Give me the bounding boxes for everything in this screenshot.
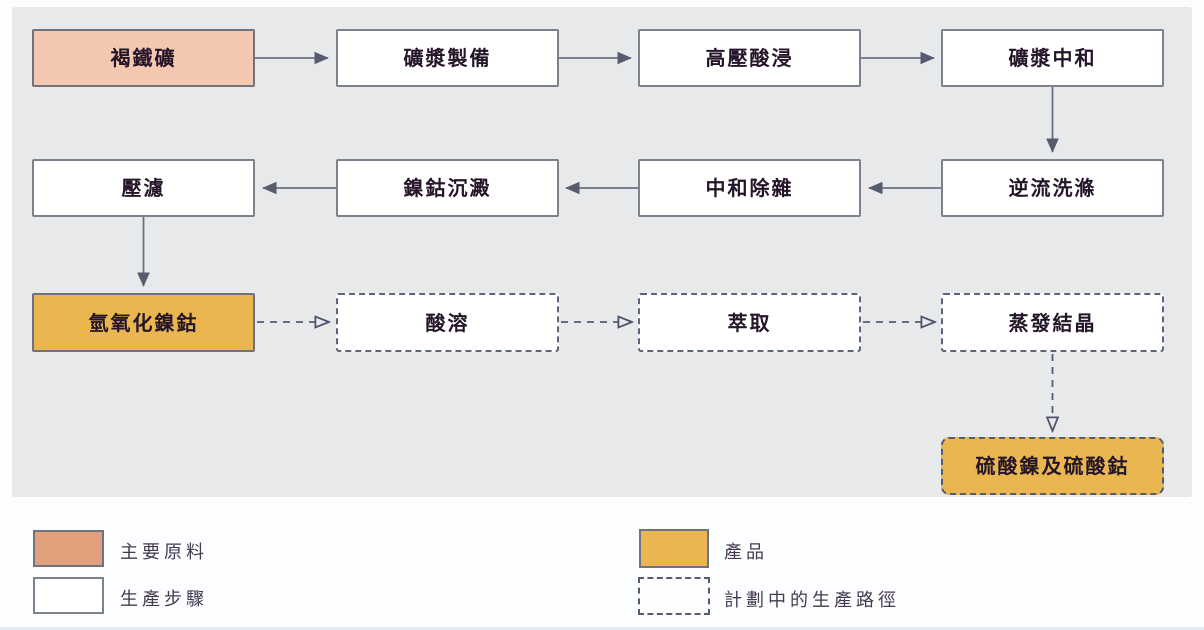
- flow-box-limonite: 褐鐵礦: [32, 29, 255, 87]
- flow-box-label: 酸溶: [425, 310, 470, 335]
- flow-box-label: 硫酸鎳及硫酸鈷: [975, 454, 1130, 478]
- legend-label-raw-material: 主要原料: [120, 542, 208, 563]
- legend-swatch-production-step: [33, 577, 104, 614]
- flow-box-press-filtration: 壓濾: [32, 159, 255, 217]
- flow-box-label: 礦漿中和: [1008, 46, 1097, 70]
- flow-box-solvent-extraction: 萃取: [638, 293, 861, 352]
- flow-box-high-pressure-acid-leaching: 高壓酸浸: [638, 29, 861, 87]
- flow-box-acid-dissolution: 酸溶: [336, 293, 559, 352]
- diagram-panel: [12, 7, 1192, 497]
- legend-label-product: 產品: [724, 542, 768, 563]
- flow-box-neutralization-impurity-removal: 中和除雜: [638, 159, 861, 217]
- flow-box-label: 壓濾: [121, 176, 166, 200]
- legend-label-planned-route: 計劃中的生產路徑: [724, 590, 900, 611]
- flow-box-nickel-cobalt-precipitation: 鎳鈷沉澱: [336, 159, 559, 217]
- legend-swatch-planned-route: [638, 577, 710, 615]
- flow-box-label: 氫氧化鎳鈷: [88, 310, 199, 335]
- flow-box-nickel-sulfate-and-cobalt-sulfate: 硫酸鎳及硫酸鈷: [941, 437, 1164, 495]
- flow-box-label: 萃取: [727, 310, 772, 335]
- legend-label-production-step: 生產步驟: [120, 589, 208, 610]
- flow-box-nickel-cobalt-hydroxide: 氫氧化鎳鈷: [32, 293, 255, 352]
- flow-box-label: 鎳鈷沉澱: [403, 176, 492, 200]
- flow-box-evaporation-crystallization: 蒸發結晶: [941, 293, 1164, 352]
- legend-swatch-raw-material: [33, 530, 104, 567]
- flow-box-label: 蒸發結晶: [1008, 310, 1097, 335]
- flow-box-slurry-neutralization: 礦漿中和: [941, 29, 1164, 87]
- flow-box-label: 褐鐵礦: [110, 46, 177, 70]
- flow-box-label: 逆流洗滌: [1008, 176, 1097, 200]
- flow-box-label: 高壓酸浸: [705, 46, 794, 70]
- bottom-edge-strip: [0, 627, 1204, 630]
- flow-box-label: 礦漿製備: [403, 46, 492, 70]
- flow-box-slurry-preparation: 礦漿製備: [336, 29, 559, 87]
- flow-box-counter-current-washing: 逆流洗滌: [941, 159, 1164, 217]
- flow-box-label: 中和除雜: [705, 176, 794, 200]
- legend-swatch-product: [639, 529, 709, 568]
